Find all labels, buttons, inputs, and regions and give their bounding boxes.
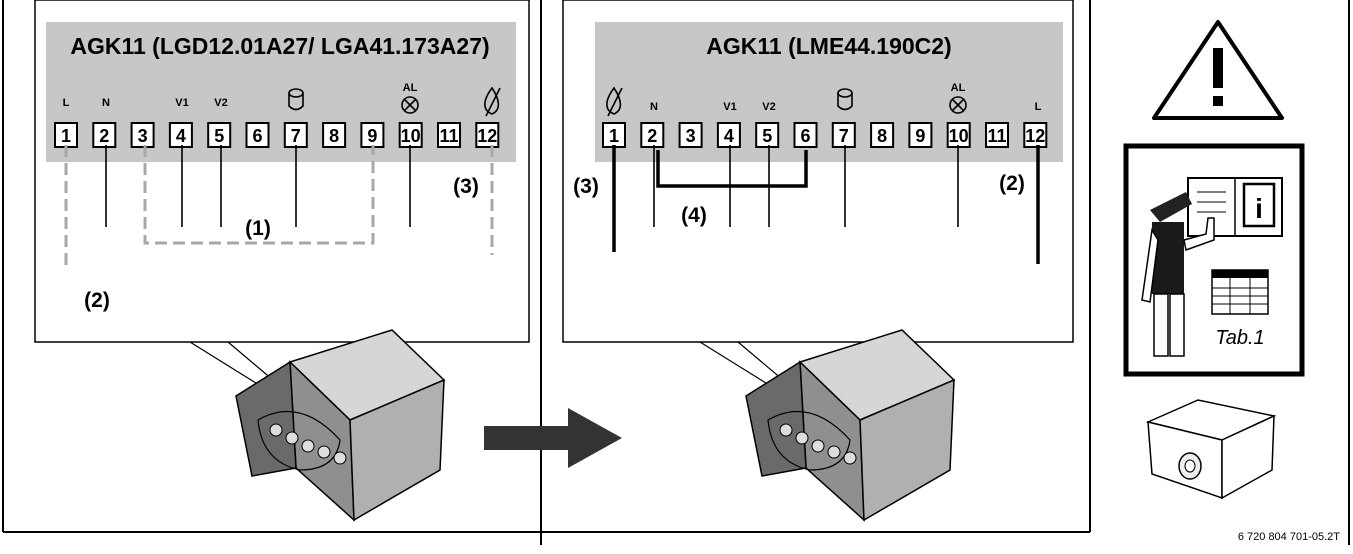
right-terminal-box-11 [985,122,1009,148]
left-terminal-4: 4 [176,126,186,146]
warning-icon [1152,20,1284,120]
left-terminal-5: 5 [214,126,224,146]
right-terminal-9: 9 [915,126,925,146]
left-terminal-box-5 [207,122,232,148]
right-terminal-box-7 [831,122,856,148]
right-valve-icon [837,88,853,111]
right-wiring [612,145,1040,264]
right-title: AGK11 (LME44.190C2) [706,33,951,59]
right-terminal-12: 12 [1025,126,1045,146]
right-terminal-8: 8 [877,126,887,146]
left-terminal-8: 8 [329,126,339,146]
right-label-n: N [650,101,658,113]
right-terminal-2: 2 [647,126,657,146]
left-terminal-box-2 [92,122,117,148]
right-terminal-box-3 [678,122,703,148]
left-callout-1: (1) [245,217,271,240]
right-terminal-box-2 [640,122,665,148]
right-terminal-box-9 [908,122,933,148]
left-terminal-10: 10 [401,126,421,146]
left-wiring [64,145,494,268]
left-terminal-box-8 [322,122,347,148]
right-terminal-3: 3 [686,126,696,146]
manual-reader-icon: i Tab.1 [1123,143,1305,377]
right-label-v1: V1 [723,101,736,113]
right-flame-sensor-icon [606,86,623,117]
right-callout-3: (3) [573,175,599,198]
left-terminal-1: 1 [61,126,71,146]
right-callout-2: (2) [999,172,1025,195]
left-valve-icon [288,88,304,111]
left-title: AGK11 (LGD12.01A27/ LGA41.173A27) [70,33,489,59]
left-terminal-6: 6 [252,126,262,146]
left-callout-2: (2) [84,289,110,312]
right-terminal-10: 10 [949,126,969,146]
right-terminal-11: 11 [987,126,1006,146]
svg-text:i: i [1255,193,1263,224]
left-label-v2: V2 [214,97,227,109]
left-alarm-lamp-icon [401,96,419,114]
right-terminal-7: 7 [839,126,849,146]
left-terminal-box-6 [245,122,270,148]
right-terminal-box-4 [716,122,741,148]
tab-label: Tab.1 [1215,327,1264,349]
left-terminal-3: 3 [138,126,148,146]
right-terminal-6: 6 [800,126,810,146]
control-unit-new-icon [745,329,956,522]
right-label-l: L [1035,101,1042,113]
left-label-al: AL [403,82,418,94]
left-terminal-box-3 [130,122,155,148]
left-terminal-12: 12 [477,126,497,146]
left-terminal-box-4 [168,122,193,148]
left-label-n: N [102,97,110,109]
left-terminal-box-11 [437,122,461,148]
right-terminal-1: 1 [609,126,619,146]
right-terminal-box-8 [870,122,895,148]
left-terminal-box-12 [475,122,500,148]
reference-code: 6 720 804 701-05.2T [1238,531,1340,543]
right-label-v2: V2 [762,101,775,113]
right-terminal-box-6 [793,122,818,148]
left-label-v1: V1 [175,97,188,109]
control-unit-old-icon [235,329,446,522]
left-flame-sensor-icon [484,86,501,117]
right-terminal-4: 4 [724,126,734,146]
left-terminal-7: 7 [291,126,301,146]
left-terminal-2: 2 [99,126,109,146]
left-terminal-11: 11 [439,126,458,146]
left-callout-3: (3) [453,175,479,198]
replacement-arrow-icon [484,408,622,468]
control-box-icon [1145,399,1277,500]
left-terminal-9: 9 [367,126,377,146]
left-label-l: L [63,97,70,109]
right-terminal-box-5 [755,122,780,148]
right-label-al: AL [951,82,966,94]
right-callout-4: (4) [681,204,707,227]
right-alarm-lamp-icon [949,96,967,114]
right-terminal-5: 5 [762,126,772,146]
right-terminal-box-12 [1023,122,1048,148]
left-panel: AGK11 (LGD12.01A27/ LGA41.173A27) L N V1… [34,0,530,399]
